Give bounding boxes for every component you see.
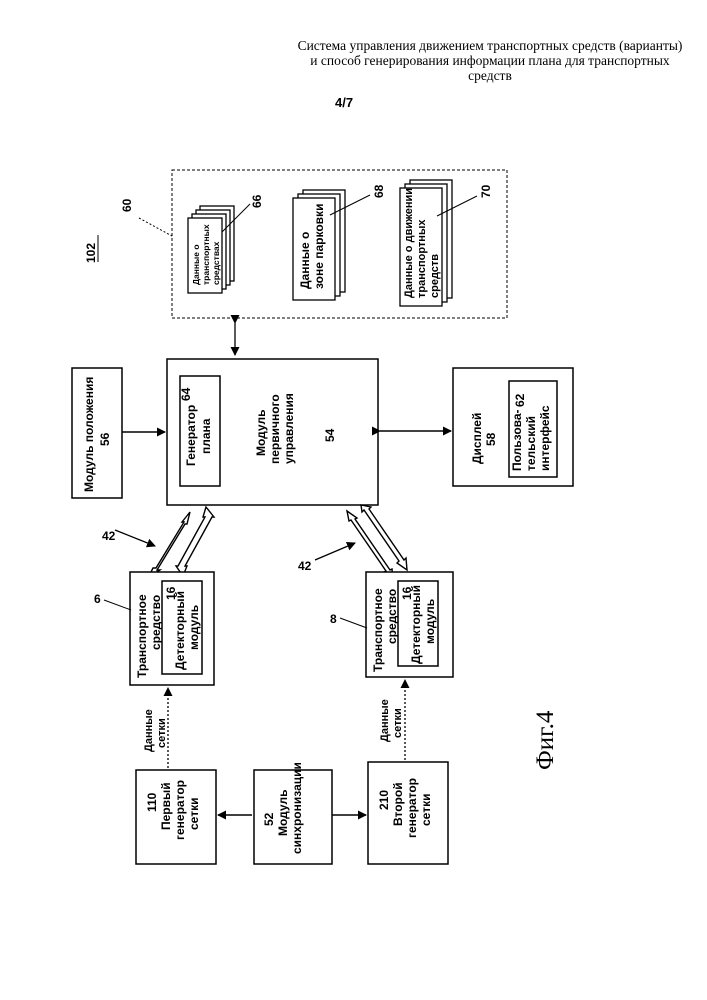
system-ref: 102 [84,243,98,263]
vehicle1-leader [104,600,131,610]
vehicle-data-label-2: транспортных [201,224,211,285]
grid-data2-label-1: Данные [379,699,391,742]
primary-control-ref: 54 [323,428,337,442]
detector1-label-1: Детекторный [173,591,187,670]
vehicle-data-label-3: средствах [211,241,221,285]
detector2-ref: 16 [400,586,414,600]
vehicle2-label-2: средство [385,589,399,644]
grid-gen1-ref: 110 [145,792,159,812]
link-right-pointer [315,543,355,560]
grid-gen1-label-3: сетки [187,798,201,830]
grid-gen2-label-3: сетки [419,794,433,826]
traffic-data-label-1: Данные о движении [403,188,415,298]
vehicle-data-stack: Данные о транспортных средствах [188,206,234,293]
primary-control-label-1: Модуль [254,410,268,456]
vehicle-data-label-1: Данные о [191,244,201,285]
vehicle1-label-1: Транспортное [135,594,149,678]
traffic-data-label-3: средств [429,254,441,298]
vehicle2-label-1: Транспортное [371,588,385,672]
link-left-pointer [115,530,155,546]
vehicle2-ref: 8 [330,612,337,626]
grid-data2-label-2: сетки [392,708,404,738]
parking-data-ref: 68 [372,184,386,198]
user-interface-ref: 62 [513,393,527,407]
grid-gen2-ref: 210 [377,790,391,810]
sync-module-label-2: синхронизации [290,762,304,854]
sync-module-label-1: Модуль [276,790,290,836]
plan-generator-label-1: Генератор [184,405,198,466]
vehicle1-ref: 6 [94,592,101,606]
vehicle-data-ref: 66 [250,194,264,208]
vehicle2-leader [340,618,367,628]
display-label: Дисплей [470,413,484,464]
primary-control-label-3: управления [282,393,296,464]
link-left-arrow [148,507,214,578]
primary-control-label-2: первичного [268,394,282,464]
position-module-box [72,368,122,498]
grid-data1-label-2: сетки [156,718,168,748]
grid-data1-label-1: Данные [143,709,155,752]
link-right-ref: 42 [298,559,312,573]
traffic-data-label-2: транспортных [416,219,428,298]
grid-gen1-label-1: Первый [159,782,173,830]
figure-label: Фиг.4 [532,710,559,770]
link-right-arrow [347,505,407,580]
display-ref: 58 [484,432,498,446]
plan-generator-label-2: плана [199,418,213,454]
parking-data-stack: Данные о зоне парковки [293,190,345,300]
storage-ref: 60 [120,198,134,212]
grid-gen1-label-2: генератор [173,780,187,840]
storage-ref-leader [139,218,172,236]
grid-gen2-label-2: генератор [405,778,419,838]
user-interface-label-3: интерфейс [538,405,552,471]
link-left-ref: 42 [102,529,116,543]
user-interface-label-2: тельский [524,416,538,471]
position-module-ref: 56 [98,432,112,446]
user-interface-label-1: Пользова- [510,409,524,471]
vehicle1-label-2: средство [149,595,163,650]
position-module-label: Модуль положения [82,377,96,492]
parking-data-label-1: Данные о [298,232,312,289]
sync-module-ref: 52 [262,812,276,826]
parking-data-label-2: зоне парковки [312,204,326,289]
traffic-data-stack: Данные о движении транспортных средств [400,180,452,306]
grid-gen2-label-1: Второй [391,782,405,826]
detector1-label-2: модуль [187,605,201,650]
traffic-data-ref: 70 [479,184,493,198]
detector2-label-2: модуль [423,599,437,644]
detector1-ref: 16 [164,586,178,600]
plan-generator-ref: 64 [179,387,193,401]
